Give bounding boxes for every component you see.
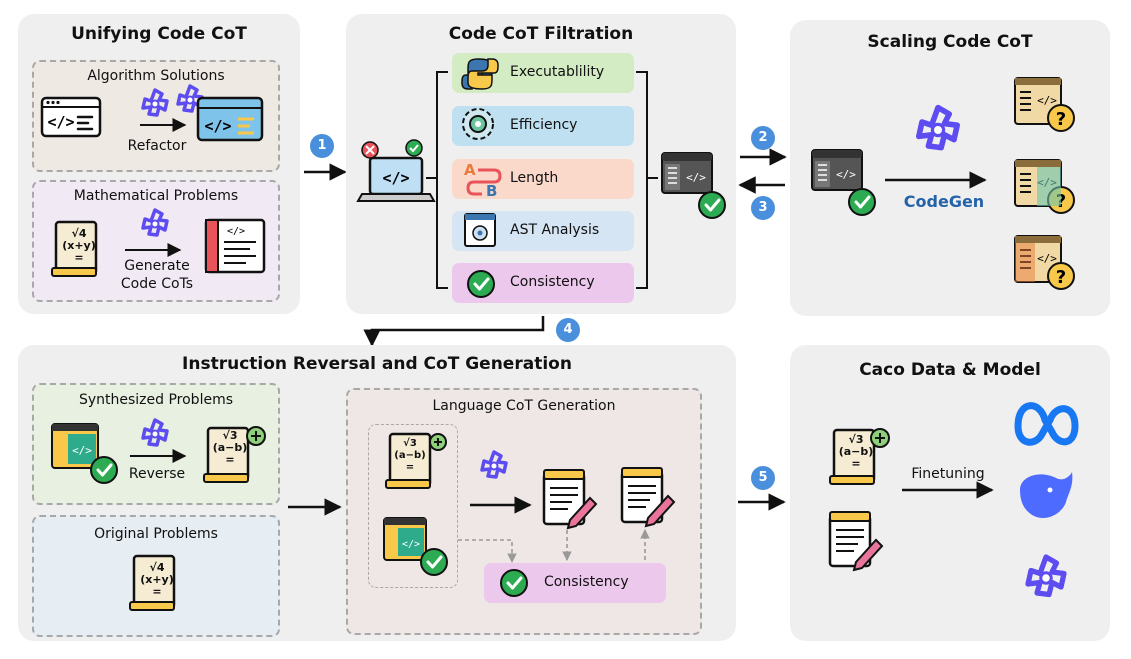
math-title: Mathematical Problems (73, 188, 239, 204)
filter-label: Consistency (510, 274, 595, 290)
filter-label: AST Analysis (510, 222, 600, 238)
formula-line: (x+y) (140, 573, 174, 586)
unknown-code-3 (1014, 235, 1075, 290)
arrows-step-2-3 (738, 148, 787, 194)
svg-text:</>: </> (227, 226, 245, 237)
formula-line: √3 (222, 429, 238, 442)
ast-icon (464, 213, 496, 247)
language-inputs: </> (383, 432, 449, 577)
svg-text:</>: </> (204, 117, 231, 135)
python-icon (461, 58, 499, 90)
step-3-badge: 3 (751, 196, 775, 220)
reverse-label: Reverse (128, 466, 186, 482)
finetuning-label: Finetuning (911, 466, 985, 482)
formula-line: (a−b) (838, 445, 874, 458)
filter-length: Length (452, 159, 634, 199)
meta-icon (1014, 402, 1079, 446)
formula-line: (a−b) (394, 450, 426, 461)
language-title: Language CoT Generation (432, 398, 616, 414)
code-cots-label: Code CoTs (120, 276, 194, 292)
arrow-to-language (288, 498, 342, 516)
filter-icons: A B (461, 58, 502, 299)
step-1-badge: 1 (310, 134, 334, 158)
step-2-badge: 2 (751, 126, 775, 150)
arrow-step-1 (304, 163, 347, 181)
math-graphic: </> (50, 208, 266, 278)
codegen-label: CodeGen (903, 192, 985, 211)
length-icon: A B (464, 161, 502, 200)
laptop-icon: </> (356, 139, 436, 202)
algorithm-title: Algorithm Solutions (87, 68, 225, 84)
formula-line: √4 (71, 227, 87, 240)
arrow-step-4 (363, 316, 545, 347)
generate-label: Generate (124, 258, 190, 274)
formula-line: √4 (149, 561, 165, 574)
gear-icon (462, 108, 494, 140)
svg-text:</>: </> (402, 539, 420, 550)
caco-graphic (0, 0, 1, 1)
consistency-label: Consistency (544, 574, 629, 590)
svg-text:</>: </> (382, 169, 409, 187)
formula-line: = (74, 251, 84, 264)
step-4-badge: 4 (556, 318, 580, 342)
synthesized-graphic: </> (51, 418, 266, 485)
code-editor-icon (40, 96, 102, 138)
step-5-badge: 5 (751, 466, 775, 490)
formula-line: √3 (848, 433, 864, 446)
language-inputs-box (368, 424, 458, 588)
language-flow (458, 450, 676, 563)
scaling-graphic (811, 77, 1075, 290)
formula-line: √3 (403, 438, 417, 449)
language-formula: √3 (a−b) = (393, 438, 427, 474)
scaling-title: Scaling Code CoT (867, 32, 1033, 52)
filter-brackets (426, 71, 658, 289)
math-formula-1: √4 (x+y) = (62, 228, 96, 264)
original-formula: √4 (x+y) = (140, 562, 174, 598)
formula-line: = (152, 585, 162, 598)
formula-line: = (405, 462, 415, 473)
original-title: Original Problems (94, 526, 218, 542)
filter-label: Length (510, 170, 559, 186)
svg-text:</>: </> (72, 444, 92, 457)
refactored-editor-icon: </> (196, 96, 264, 142)
formula-line: = (225, 453, 235, 466)
caco-formula: √3 (a−b) = (838, 434, 874, 470)
filtration-title: Code CoT Filtration (448, 24, 634, 44)
code-doc-icon: </> (204, 218, 266, 274)
unify-title: Unifying Code CoT (71, 24, 247, 44)
filter-label: Executablility (510, 64, 605, 80)
formula-line: (a−b) (212, 441, 248, 454)
refactor-label: Refactor (127, 138, 187, 154)
filter-label: Efficiency (510, 117, 578, 133)
unknown-code-2 (1014, 159, 1075, 214)
synthesized-title: Synthesized Problems (78, 392, 234, 408)
formula-line: = (851, 457, 861, 470)
deepseek-icon (1020, 472, 1073, 519)
check-icon (466, 269, 496, 299)
synth-formula: √3 (a−b) = (212, 430, 248, 466)
formula-line: (x+y) (62, 239, 96, 252)
arrow-step-5 (738, 493, 786, 511)
caco-title: Caco Data & Model (859, 360, 1041, 380)
algorithm-graphic: </> (40, 84, 264, 142)
length-letter-b: B (486, 182, 497, 200)
length-letter-a: A (464, 161, 476, 179)
reversal-title: Instruction Reversal and CoT Generation (182, 354, 572, 374)
